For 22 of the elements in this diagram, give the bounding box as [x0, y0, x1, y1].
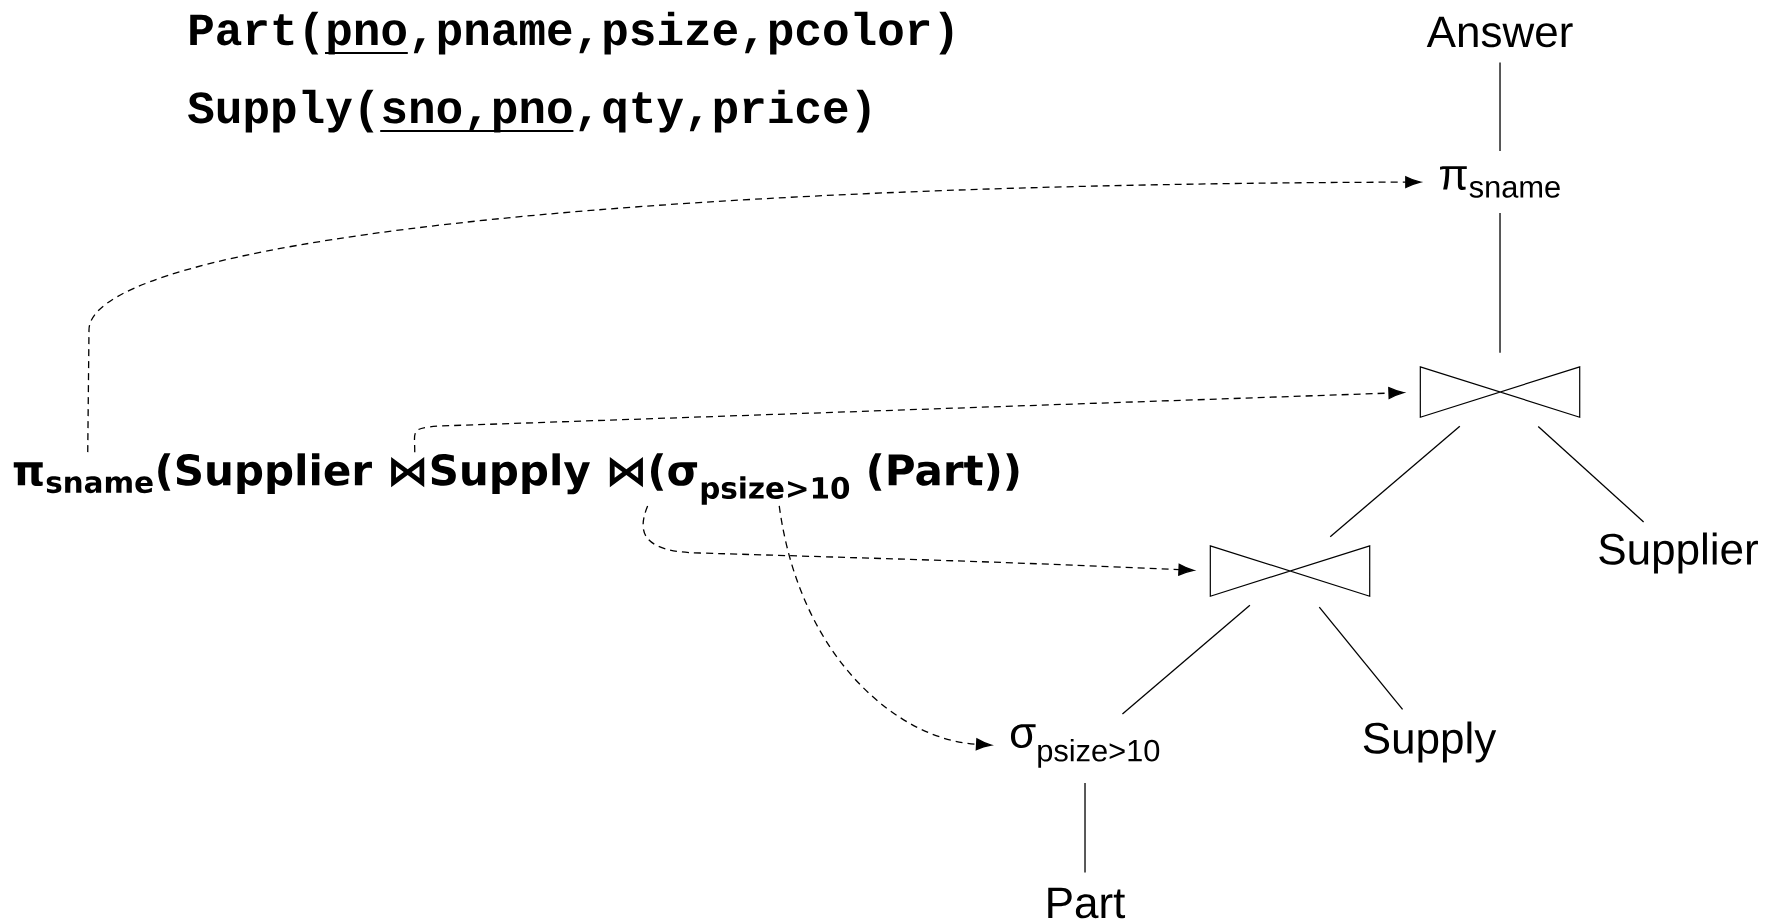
dashed-arrow [413, 387, 1405, 453]
algebra-expression: π$_{sname}$(Supplier ⋈Supply ⋈(σ$_{psize>10}$ (Part)) [13, 453, 1019, 505]
tree-edge [1329, 425, 1461, 538]
relation-label: Supply [1363, 721, 1497, 763]
join-symbol [1419, 366, 1581, 419]
tree-edge [1121, 604, 1251, 715]
tree-edge [1499, 61, 1501, 152]
dashed-arrow [642, 505, 1195, 576]
schema-line: Part(pno,pname,psize,pcolor) [190, 11, 953, 55]
dashed-arrow [87, 176, 1422, 453]
tree-node-label: Answer [1426, 16, 1573, 48]
operator-label: σ$_{psize>10}$ [1010, 724, 1160, 768]
join-symbol [1209, 545, 1371, 598]
tree-edge [1499, 212, 1501, 354]
tree-edge [1084, 782, 1086, 874]
relation-label: Part [1048, 887, 1126, 919]
schema-line: Supply(sno,pno,qty,price) [188, 89, 870, 133]
tree-edge [1318, 606, 1404, 711]
tree-edge [1537, 425, 1645, 523]
relation-label: Supplier [1599, 532, 1758, 574]
dashed-arrow [778, 505, 992, 751]
operator-label: π$_{sname}$ [1440, 166, 1560, 198]
